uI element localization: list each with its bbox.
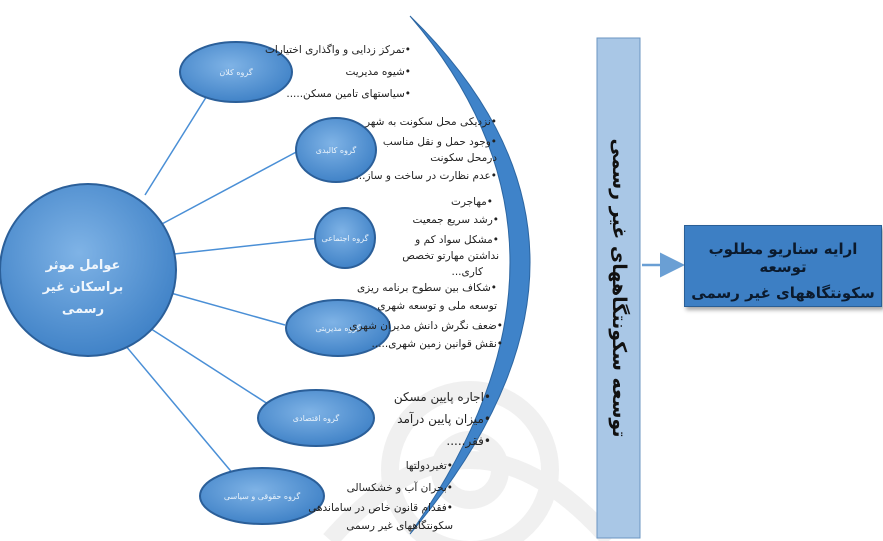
vertical-box-label: توسعه سکونتگاههای غیر رسمی xyxy=(607,138,630,438)
legal-item-1: •تغیردولتها xyxy=(405,460,453,472)
category-label-social: گروه اجتماعی xyxy=(321,234,369,243)
economic-item-2: •میزان پایین درآمد xyxy=(397,412,491,426)
main-factor-line2: رسمی xyxy=(61,302,105,317)
category-circle-economic xyxy=(257,389,375,447)
social-item-3: •مشکل سواد کم و xyxy=(415,234,499,246)
category-label-macro: گروه کلان xyxy=(219,68,253,77)
management-item-1: •شکاف بین سطوح برنامه ریزی xyxy=(356,282,497,294)
macro-item-2: •شیوه مدیریت xyxy=(345,66,411,78)
management-item-4: •نقش قوانین زمین شهری..... xyxy=(371,338,503,350)
category-label-physical: گروه کالبدی xyxy=(315,146,357,155)
social-item-5: کاری... xyxy=(451,266,484,278)
economic-item-1: •اجاره پایین مسکن xyxy=(393,390,491,404)
category-circle-macro xyxy=(179,41,293,103)
physical-item-3: درمحل سکونت xyxy=(430,152,497,164)
vertical-box: توسعه سکونتگاههای غیر رسمی xyxy=(597,38,640,538)
category-circle-legal xyxy=(199,467,325,525)
legal-item-3: •فقدام قانون خاص در ساماندهی xyxy=(308,502,453,514)
category-label-management: گروه مدیریتی xyxy=(315,324,361,333)
category-circle-physical xyxy=(295,117,377,183)
main-factor-circle xyxy=(0,183,177,357)
management-item-2: توسعه ملی و توسعه شهری xyxy=(377,300,497,312)
category-label-economic: گروه اقتصادی xyxy=(292,414,340,423)
physical-item-1: •نزدیکی محل سکونت به شهر xyxy=(365,116,497,128)
legal-item-2: •بحران آب و خشکسالی xyxy=(346,482,453,494)
social-item-4: نداشتن مهارتو تخصص xyxy=(402,250,499,262)
result-box-line2: سکونتگاههای غیر رسمی xyxy=(691,284,875,302)
main-factor-label: عوامل موثر براسکان غیر رسمی xyxy=(18,255,148,321)
macro-item-3: •سیاستهای تامین مسکن..... xyxy=(286,88,411,100)
curved-bracket-arc xyxy=(409,15,531,535)
physical-item-2: •وجود حمل و نقل مناسب xyxy=(382,136,497,148)
legal-item-4: سکونتگاههای غیر رسمی xyxy=(346,520,453,532)
economic-item-3: •فقر..... xyxy=(446,434,491,448)
social-item-2: •رشد سریع جمعیت xyxy=(412,214,499,226)
macro-item-1: •تمرکز زدایی و واگذاری اختیارات xyxy=(264,44,411,56)
physical-item-4: •عدم نظارت در ساخت و ساز... xyxy=(355,170,497,182)
category-circle-social xyxy=(314,207,376,269)
vertical-box-bg xyxy=(596,37,641,539)
main-factor-line1: عوامل موثر براسکان غیر xyxy=(42,258,124,295)
management-item-3: •ضعف نگرش دانش مدیران شهری xyxy=(349,320,503,332)
category-label-legal: گروه حقوقی و سیاسی xyxy=(223,492,301,501)
result-box-line1: ارایه سناریو مطلوب توسعه xyxy=(708,240,858,276)
social-item-1: •مهاجرت xyxy=(450,196,493,208)
result-box: ارایه سناریو مطلوب توسعه سکونتگاههای غیر… xyxy=(684,225,882,307)
category-circle-management xyxy=(285,299,391,357)
